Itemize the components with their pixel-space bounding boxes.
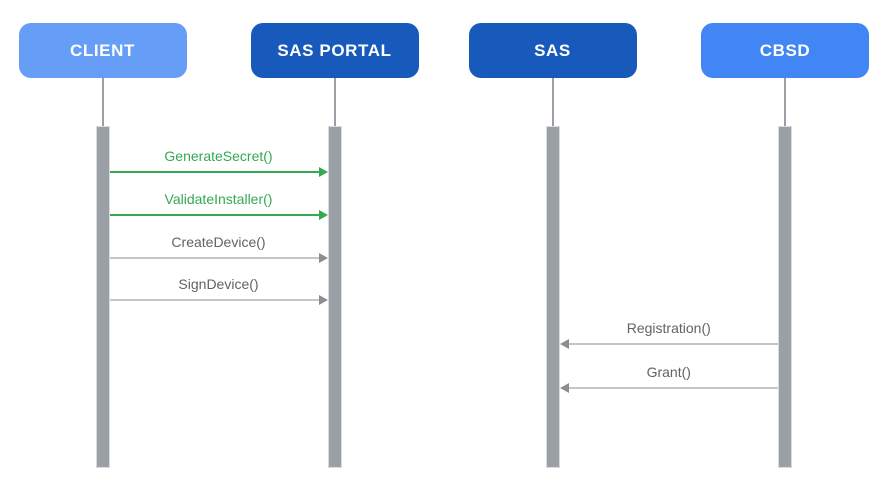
message-label-5: Grant() [646,364,691,380]
message-line-0 [109,171,320,173]
message-label-0: GenerateSecret() [164,148,273,164]
actor-label-cbsd: CBSD [759,40,811,60]
message-label-4: Registration() [626,320,711,336]
activation-bar-cbsd [778,126,792,468]
arrowhead-icon-5 [559,383,569,393]
arrowhead-icon-3 [318,295,328,305]
lifeline-cbsd [784,78,786,126]
actor-label-sas-portal: SAS PORTAL [277,40,392,60]
actor-box-cbsd: CBSD [701,23,869,78]
message-label-1: ValidateInstaller() [164,191,273,207]
activation-bar-sas [545,126,560,468]
arrowhead-icon-0 [318,167,328,177]
activation-bar-client [95,126,110,468]
message-line-1 [109,214,320,216]
arrowhead-icon-1 [318,210,328,220]
arrowhead-icon-2 [318,253,328,263]
actor-box-sas-portal: SAS PORTAL [250,23,419,78]
lifeline-sas-portal [333,78,336,126]
message-line-3 [109,299,320,301]
lifeline-client [101,78,104,126]
lifeline-sas [551,78,554,126]
activation-bar-sas-portal [327,126,342,468]
actor-label-sas: SAS [534,40,571,60]
actor-label-client: CLIENT [70,40,135,60]
actor-box-client: CLIENT [18,23,187,78]
actor-box-sas: SAS [468,23,637,78]
message-label-3: SignDevice() [178,276,259,292]
message-line-2 [109,257,320,259]
message-line-5 [567,387,778,389]
message-label-2: CreateDevice() [171,234,266,250]
arrowhead-icon-4 [559,339,569,349]
message-line-4 [567,343,778,345]
